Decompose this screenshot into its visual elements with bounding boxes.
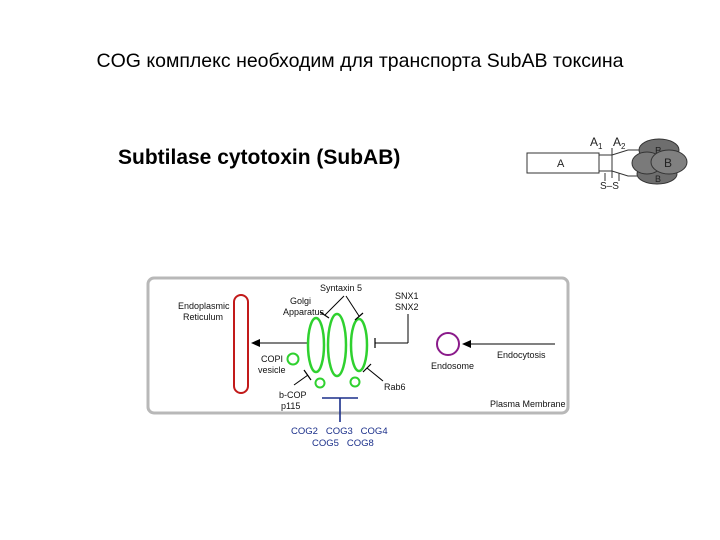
a2-label: A2 bbox=[613, 135, 626, 151]
rab6-line bbox=[366, 367, 384, 382]
bcop-label-line2: p115 bbox=[281, 401, 300, 411]
copi-label-line1: COPI bbox=[261, 354, 283, 364]
er-label-line2: Reticulum bbox=[183, 312, 223, 322]
copi-label-line2: vesicle bbox=[258, 365, 286, 375]
bcop-label-line1: b-COP bbox=[279, 390, 307, 400]
snx1-label: SNX1 bbox=[395, 291, 419, 301]
bcop-bar bbox=[303, 369, 312, 381]
trafficking-diagram: Endoplasmic Reticulum Golgi Apparatus CO… bbox=[146, 276, 570, 449]
golgi-cisterna-1 bbox=[306, 316, 326, 374]
linker-lower bbox=[599, 170, 640, 177]
endocytosis-label: Endocytosis bbox=[497, 350, 546, 360]
b-subunit-front-label: B bbox=[664, 156, 672, 170]
syntaxin-label: Syntaxin 5 bbox=[320, 283, 362, 293]
vesicle-golgi-2 bbox=[349, 376, 361, 388]
syntaxin-line-right bbox=[345, 295, 360, 317]
slide-subtitle: Subtilase cytotoxin (SubAB) bbox=[118, 146, 401, 169]
er-compartment bbox=[233, 294, 249, 394]
syntaxin-bar-left bbox=[319, 311, 330, 319]
golgi-label-line2: Apparatus bbox=[283, 307, 325, 317]
golgi-label-line1: Golgi bbox=[290, 296, 311, 306]
plasma-membrane-label: Plasma Membrane bbox=[490, 399, 566, 409]
endosome-label: Endosome bbox=[431, 361, 474, 371]
syntaxin-bar-right bbox=[354, 312, 364, 321]
slide-title: COG комплекс необходим для транспорта Su… bbox=[96, 50, 624, 72]
b-subunit-front bbox=[650, 149, 688, 175]
golgi-cisterna-3 bbox=[349, 317, 369, 373]
er-label-line1: Endoplasmic bbox=[178, 301, 230, 311]
linker-upper bbox=[599, 149, 640, 156]
b-subunit-bottom-label: B bbox=[655, 174, 661, 184]
syntaxin-line-left bbox=[324, 295, 345, 316]
rab6-bar bbox=[362, 363, 372, 373]
endocytosis-arrow-head bbox=[462, 340, 471, 348]
a1-label: A1 bbox=[590, 135, 603, 151]
bcop-line bbox=[293, 374, 309, 386]
cog-label-row1: COG2 COG3 COG4 bbox=[291, 426, 388, 437]
subunit-a-bar bbox=[526, 152, 600, 174]
vesicle-golgi-1 bbox=[314, 377, 326, 389]
disulfide-label: S–S bbox=[600, 181, 619, 192]
subunit-a-label: A bbox=[557, 158, 565, 170]
copi-vesicle bbox=[286, 352, 300, 366]
endosome bbox=[436, 332, 460, 356]
retrograde-arrow-head bbox=[251, 339, 260, 347]
rab6-label: Rab6 bbox=[384, 382, 406, 392]
snx2-label: SNX2 bbox=[395, 302, 419, 312]
diagram-frame bbox=[146, 276, 570, 415]
cog-label-row2: COG5 COG8 bbox=[312, 438, 374, 449]
subab-molecule: A A1 A2 S–S B B B bbox=[526, 135, 688, 192]
golgi-cisterna-2 bbox=[326, 312, 348, 378]
b-subunit-back-label: B bbox=[655, 146, 662, 157]
